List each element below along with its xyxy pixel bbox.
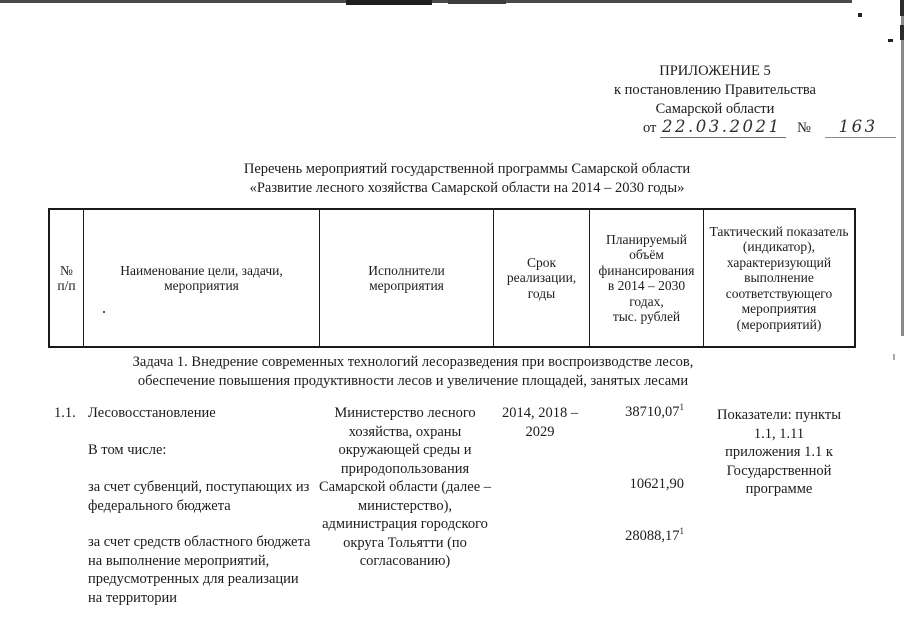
scan-speck (103, 311, 105, 313)
scan-artifact-right-edge-dark (900, 0, 904, 16)
period-text: 2014, 2018 – 2029 (501, 405, 579, 440)
executors-text: Министерство лесного хозяйства, охраны о… (318, 405, 492, 569)
scan-speck (888, 39, 893, 42)
table-header: № п/п Наименование цели, задачи, меропри… (48, 208, 856, 348)
activity-including-label: В том числе: (88, 442, 167, 458)
date-number-line: от 22.03.2021 № 163 (643, 117, 896, 138)
number-prefix-label: № (797, 120, 811, 136)
scan-artifact-right-edge (901, 0, 904, 336)
section-heading-line2: обеспечение повышения продуктивности лес… (137, 372, 689, 389)
column-header-row-number: № п/п (50, 210, 84, 346)
amount-federal: 10621,90 (629, 476, 684, 492)
footnote-marker: 1 (679, 402, 685, 412)
scan-artifact-top-band-dark (346, 0, 432, 5)
footnote-marker: 1 (679, 526, 685, 536)
handwritten-number: 163 (824, 117, 896, 138)
date-prefix-label: от (643, 120, 657, 136)
document-title: Перечень мероприятий государственной про… (62, 160, 872, 198)
scan-artifact-top-band-dark2 (448, 0, 506, 4)
column-header-indicator: Тактический показатель (индикатор), хара… (709, 223, 849, 332)
appendix-line-region: Самарской области (655, 101, 775, 117)
document-title-line2: «Развитие лесного хозяйства Самарской об… (249, 180, 685, 196)
column-header-executors: Исполнители мероприятия (320, 210, 494, 346)
amount-regional: 28088,171 (625, 526, 685, 545)
scan-speck (893, 354, 895, 360)
scan-artifact-right-edge-dark2 (900, 25, 904, 40)
column-header-funding: Планируемый объём финансирования в 2014 … (590, 210, 704, 346)
activity-name: Лесовосстановление (88, 405, 216, 421)
column-header-period: Срок реализации, годы (494, 210, 590, 346)
section-heading-task1: Задача 1. Внедрение современных технолог… (48, 353, 778, 390)
handwritten-date: 22.03.2021 (660, 117, 786, 138)
document-title-line1: Перечень мероприятий государственной про… (243, 161, 691, 177)
activity-subitem-federal: за счет субвенций, поступающих из федера… (88, 479, 310, 514)
activity-subitem-regional: за счет средств областного бюджета на вы… (88, 534, 311, 606)
row-number: 1.1. (54, 405, 76, 421)
section-heading-line1: Задача 1. Внедрение современных технолог… (132, 354, 694, 370)
indicator-text: Показатели: пункты 1.1, 1.11 приложения … (717, 407, 841, 497)
appendix-title: ПРИЛОЖЕНИЕ 5 (659, 63, 771, 79)
amount-total: 38710,071 (625, 402, 685, 421)
appendix-block: ПРИЛОЖЕНИЕ 5 к постановлению Правительст… (570, 62, 860, 119)
appendix-line-resolution: к постановлению Правительства (614, 82, 816, 98)
column-header-activity-name: Наименование цели, задачи, мероприятия (84, 210, 320, 346)
scan-speck (858, 13, 862, 17)
